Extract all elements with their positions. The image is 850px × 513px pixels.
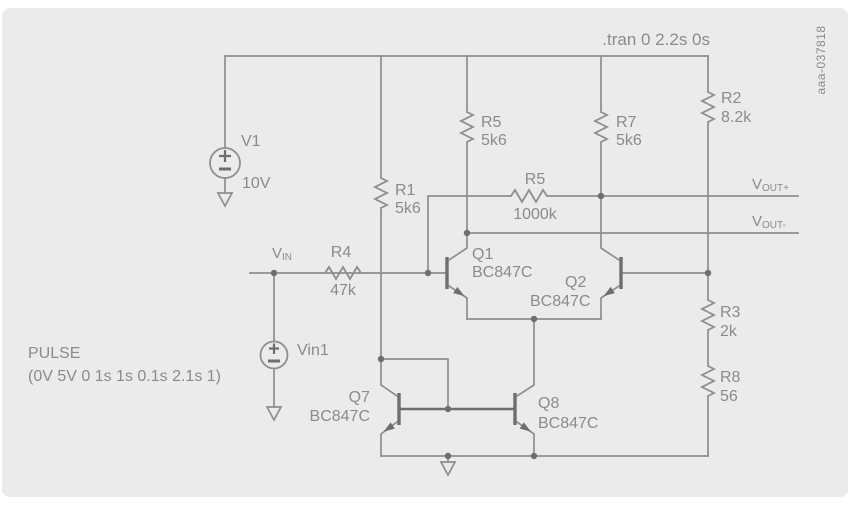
pulse-title-label: PULSE: [28, 345, 80, 362]
r2-ref-label: R2: [721, 90, 742, 107]
resistor-r3: [699, 299, 717, 331]
junction-dot: [597, 192, 605, 200]
resistor-r1: [372, 177, 390, 209]
q8-ref-label: Q8: [538, 395, 559, 412]
ground-icon-vin1: [265, 406, 283, 422]
junction-dot: [463, 229, 471, 237]
resistor-r5-load: [458, 111, 476, 143]
schematic-panel-background: [2, 8, 848, 497]
r7-ref-label: R7: [616, 114, 637, 131]
wire-mirror-loop: [380, 358, 449, 410]
transistor-q2: [600, 195, 623, 320]
net-label-vout-minus: VOUT-: [752, 213, 786, 231]
r5-feedback-ref-label: R5: [525, 171, 546, 188]
net-label-vin: VIN: [272, 245, 292, 263]
q1-collector: [447, 232, 468, 262]
transistor-q7: [380, 358, 401, 457]
resistor-r4: [324, 265, 362, 281]
q7-collector: [380, 358, 399, 398]
r4-ref-label: R4: [331, 244, 352, 261]
spice-directive-label: .tran 0 2.2s 0s: [602, 30, 710, 49]
ground-symbols: [216, 192, 457, 477]
r5-feedback-value-label: 1000k: [513, 206, 558, 223]
junction-dot: [444, 452, 452, 460]
r3-ref-label: R3: [720, 304, 741, 321]
v1-ref-label: V1: [241, 133, 261, 150]
resistor-r7: [592, 111, 610, 143]
pulse-params-label: (0V 5V 0 1s 1s 0.1s 2.1s 1): [28, 368, 221, 385]
q2-emitter-arrow-icon: [603, 286, 615, 297]
transistor-q8: [513, 318, 535, 457]
r8-ref-label: R8: [720, 369, 741, 386]
q2-ref-label: Q2: [565, 274, 586, 291]
wires: [224, 55, 799, 463]
ground-icon-bottom: [439, 461, 457, 477]
q7-ref-label: Q7: [349, 389, 370, 406]
q8-collector: [515, 318, 535, 398]
q2-emitter: [600, 284, 621, 320]
q1-ref-label: Q1: [472, 246, 493, 263]
r5-load-ref-label: R5: [481, 114, 502, 131]
q7-part-label: BC847C: [310, 408, 370, 425]
q7-emitter-arrow-icon: [383, 422, 395, 432]
junction-dot: [530, 452, 538, 460]
junction-dot: [424, 269, 432, 277]
junction-dot: [444, 405, 452, 413]
resistors: [324, 91, 717, 397]
vin1-circle: [259, 340, 289, 370]
v1-plus-icon: [219, 150, 231, 162]
junction-dot: [377, 355, 385, 363]
voltage-source-vin1: [259, 340, 289, 370]
resistor-r8: [699, 365, 717, 397]
doc-id-label: aaa-037818: [814, 25, 828, 94]
net-label-vout-plus: VOUT+: [752, 176, 789, 194]
r1-value-label: 5k6: [395, 200, 421, 217]
r3-value-label: 2k: [720, 323, 738, 340]
r5-load-value-label: 5k6: [481, 132, 507, 149]
q8-part-label: BC847C: [538, 415, 598, 432]
wire-feedback-drop: [427, 195, 512, 274]
q1-part-label: BC847C: [472, 264, 532, 281]
vin1-plus-icon: [269, 343, 279, 354]
v1-circle: [209, 147, 241, 179]
r1-ref-label: R1: [395, 182, 416, 199]
r4-value-label: 47k: [330, 282, 357, 299]
v1-value-label: 10V: [242, 175, 271, 192]
ground-icon-v1: [216, 192, 234, 208]
r2-value-label: 8.2k: [721, 109, 752, 126]
q1-emitter-arrow-icon: [453, 286, 465, 297]
q8-emitter-arrow-icon: [519, 422, 531, 432]
vin1-ref-label: Vin1: [297, 342, 329, 359]
voltage-source-v1: [209, 147, 241, 179]
junction-dots: [270, 192, 712, 460]
resistor-r5-feedback: [510, 188, 548, 204]
junction-dot: [530, 315, 538, 323]
q2-part-label: BC847C: [530, 293, 590, 310]
junction-dot: [270, 269, 278, 277]
junction-dot: [704, 269, 712, 277]
r7-value-label: 5k6: [616, 132, 642, 149]
r8-value-label: 56: [720, 388, 738, 405]
q2-collector: [600, 195, 621, 262]
transistor-q1: [445, 232, 468, 320]
q1-emitter: [447, 284, 468, 320]
resistor-r2: [699, 91, 717, 123]
